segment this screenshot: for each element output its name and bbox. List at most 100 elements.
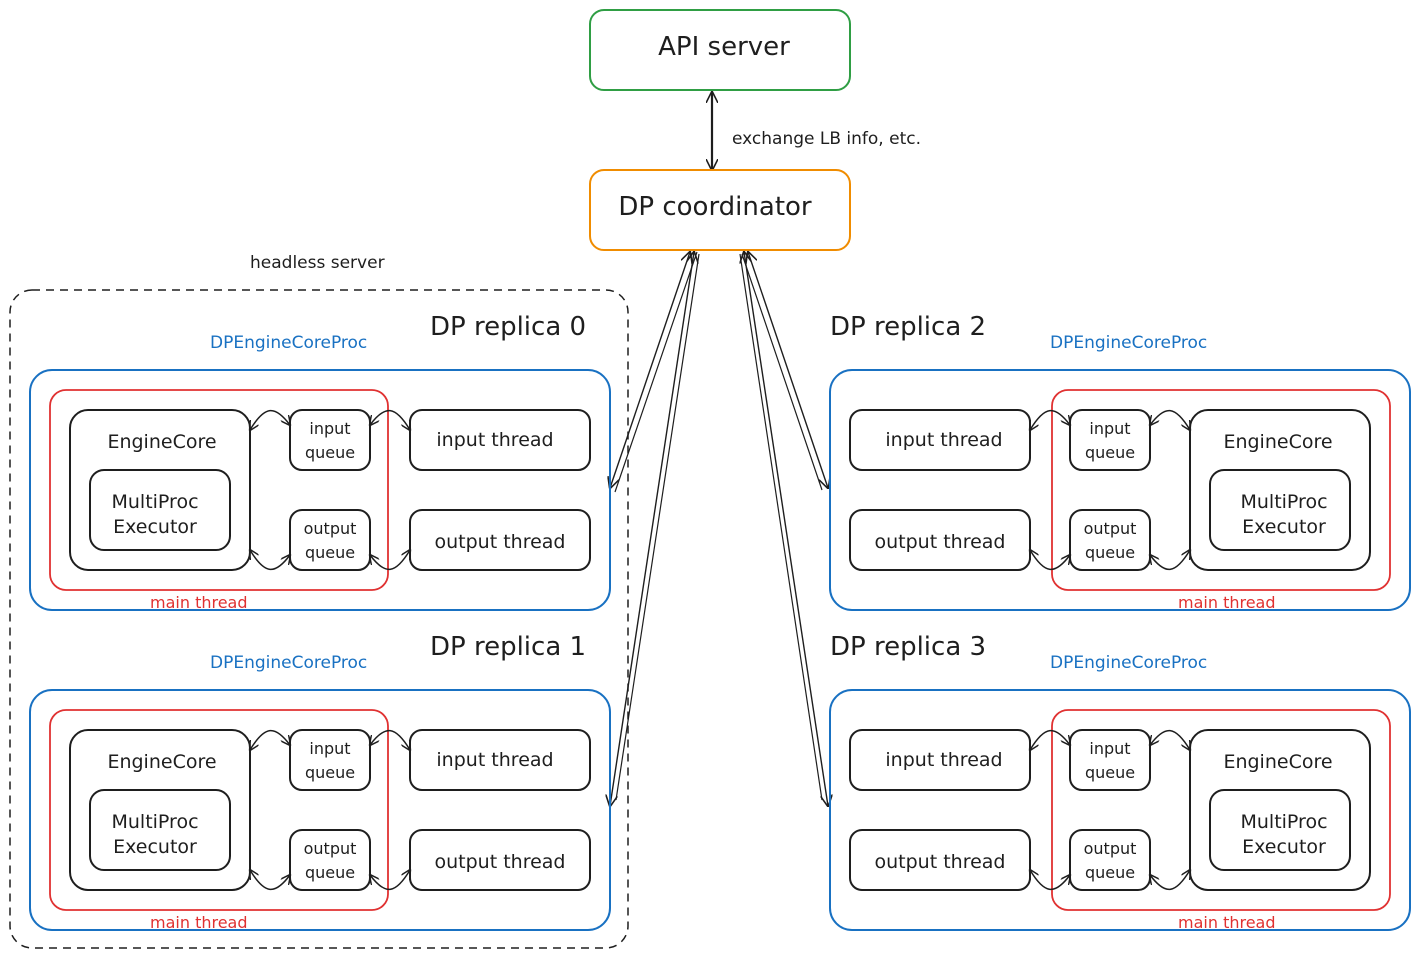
replica-0-input-queue-line1: input [309, 419, 350, 438]
replica-1-edge-input-queue-thread [370, 729, 410, 750]
replica-3-proc-label: DPEngineCoreProc [1050, 653, 1207, 673]
replica-0-title: DP replica 0 [430, 312, 586, 342]
headless-server-label: headless server [250, 253, 385, 273]
replica-1-executor-line2: Executor [113, 836, 197, 858]
replica-0-edge-output-queue-thread [370, 550, 410, 571]
replica-3-output-queue-line1: output [1084, 839, 1137, 858]
replica-0-input-queue-line2: queue [305, 443, 355, 462]
replica-1-output-queue-box [289, 829, 371, 891]
api-server-box [589, 9, 851, 91]
edge-api-coordinator: exchange LB info, etc. [712, 92, 921, 170]
replica-1-input-queue-line1: input [309, 739, 350, 758]
edge-coordinator-replica-2-line-b [741, 253, 823, 491]
replica-3-input-thread-label: input thread [885, 749, 1002, 771]
replica-1: DP replica 1 DPEngineCoreProc main threa… [29, 632, 611, 932]
replica-1-input-thread-label: input thread [436, 749, 553, 771]
replica-1-edge-engine-output-queue [250, 870, 290, 891]
replica-2-output-queue-line2: queue [1085, 543, 1135, 562]
replica-0-executor-box [89, 469, 231, 551]
replica-1-proc-box [29, 689, 611, 931]
replica-1-input-queue-line2: queue [305, 763, 355, 782]
replica-0-edge-engine-input-queue [250, 409, 290, 430]
replica-0-edge-input-queue-thread [370, 409, 410, 430]
coordinator-box [589, 169, 851, 251]
replica-0-input-thread-label: input thread [436, 429, 553, 451]
replica-3-executor-line1: MultiProc [1240, 811, 1327, 833]
replica-3-engine-core-label: EngineCore [1223, 751, 1332, 773]
replica-0-engine-core-label: EngineCore [107, 431, 216, 453]
replica-3-edge-thread-output-queue [1030, 870, 1070, 891]
edge-coordinator-replica-1-line-a [610, 252, 694, 806]
replica-3-main-thread-label: main thread [1178, 913, 1276, 932]
replica-2-input-queue-line2: queue [1085, 443, 1135, 462]
replica-1-output-queue-line1: output [304, 839, 357, 858]
replica-0-output-thread-box [409, 509, 591, 571]
replica-2-proc-box [829, 369, 1411, 611]
replica-2-output-queue-line1: output [1084, 519, 1137, 538]
replica-1-engine-core-label: EngineCore [107, 751, 216, 773]
edge-coordinator-replica-1 [610, 252, 700, 806]
replica-3-input-queue-line2: queue [1085, 763, 1135, 782]
replica-0-main-thread-box [49, 389, 389, 591]
coordinator-node: DP coordinator [589, 169, 851, 251]
replica-3-input-queue-line1: input [1089, 739, 1130, 758]
replica-0-input-thread-box [409, 409, 591, 471]
replica-2-output-queue-box [1069, 509, 1151, 571]
replica-1-input-thread-box [409, 729, 591, 791]
replica-0-edge-engine-output-queue [250, 550, 290, 571]
replica-0: DP replica 0 DPEngineCoreProc main threa… [29, 312, 611, 612]
replica-0-main-thread-label: main thread [150, 593, 248, 612]
replica-3-edge-input-queue-engine [1150, 729, 1190, 750]
replica-2-edge-thread-input-queue [1030, 409, 1070, 430]
replica-2-input-queue-line1: input [1089, 419, 1130, 438]
replica-1-title: DP replica 1 [430, 632, 586, 662]
replica-2-output-thread-label: output thread [875, 531, 1006, 553]
replica-0-proc-label: DPEngineCoreProc [210, 333, 367, 353]
edge-coordinator-replica-1-line-b [615, 253, 700, 801]
replica-3-proc-box [829, 689, 1411, 931]
coordinator-label: DP coordinator [618, 192, 812, 222]
replica-1-executor-line1: MultiProc [111, 811, 198, 833]
api-server-label: API server [658, 32, 790, 62]
edge-coordinator-replica-2-line-a [748, 252, 828, 488]
replica-1-output-thread-label: output thread [435, 851, 566, 873]
replica-2-input-thread-label: input thread [885, 429, 1002, 451]
replica-1-edge-engine-input-queue [250, 729, 290, 750]
replica-2: DP replica 2 DPEngineCoreProc main threa… [829, 312, 1411, 612]
edge-coordinator-replica-0 [610, 251, 698, 493]
replica-3-edge-thread-input-queue [1030, 729, 1070, 750]
replica-0-output-thread-label: output thread [435, 531, 566, 553]
edge-coordinator-replica-3 [740, 252, 828, 806]
replica-3: DP replica 3 DPEngineCoreProc main threa… [829, 632, 1411, 932]
replica-2-executor-line2: Executor [1242, 516, 1326, 538]
replica-2-main-thread-label: main thread [1178, 593, 1276, 612]
replica-0-output-queue-line1: output [304, 519, 357, 538]
replica-1-edge-output-queue-thread [370, 870, 410, 891]
replica-0-output-queue-line2: queue [305, 543, 355, 562]
replica-2-input-thread-box [849, 409, 1031, 471]
replica-3-edge-output-queue-engine [1150, 870, 1190, 891]
replica-0-executor-line1: MultiProc [111, 491, 198, 513]
edge-coordinator-replica-0-line-a [610, 252, 690, 488]
replica-3-main-thread-box [1051, 709, 1391, 911]
replica-3-executor-line2: Executor [1242, 836, 1326, 858]
replica-2-proc-label: DPEngineCoreProc [1050, 333, 1207, 353]
replica-1-executor-box [89, 789, 231, 871]
replica-2-executor-line1: MultiProc [1240, 491, 1327, 513]
replica-2-input-queue-box [1069, 409, 1151, 471]
replica-3-output-thread-label: output thread [875, 851, 1006, 873]
replica-0-output-queue-box [289, 509, 371, 571]
replica-3-title: DP replica 3 [830, 632, 986, 662]
edge-coordinator-replica-3-line-a [744, 252, 828, 806]
replica-2-edge-input-queue-engine [1150, 409, 1190, 430]
replica-2-engine-core-box [1189, 409, 1371, 571]
replica-2-edge-thread-output-queue [1030, 550, 1070, 571]
replica-3-input-thread-box [849, 729, 1031, 791]
replica-2-title: DP replica 2 [830, 312, 986, 342]
replica-0-proc-box [29, 369, 611, 611]
replica-3-output-thread-box [849, 829, 1031, 891]
edge-coordinator-replica-0-line-b [614, 251, 698, 493]
replica-3-output-queue-box [1069, 829, 1151, 891]
replica-3-input-queue-box [1069, 729, 1151, 791]
